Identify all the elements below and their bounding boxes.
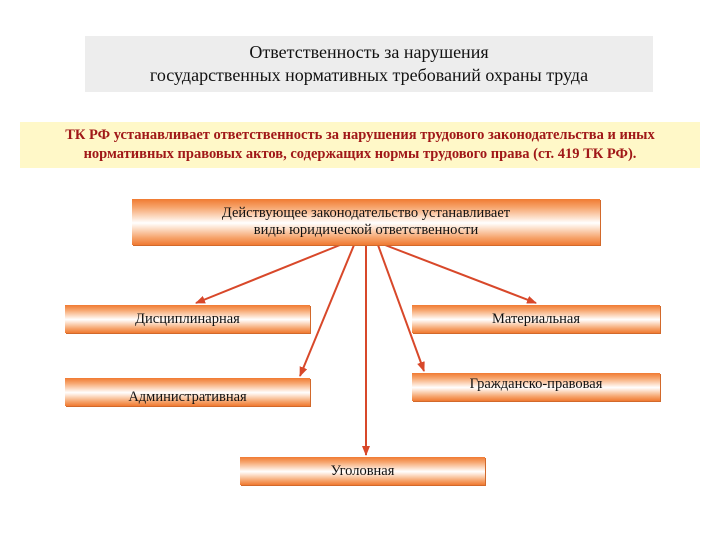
node-criminal: Уголовная bbox=[240, 457, 485, 485]
root-line-1: Действующее законодательство устанавлива… bbox=[221, 205, 511, 221]
title-line-1: Ответственность за нарушения bbox=[249, 42, 489, 62]
root-node: Действующее законодательство устанавлива… bbox=[132, 199, 600, 245]
title-line-2: государственных нормативных требований о… bbox=[149, 65, 589, 85]
statement-line-2: нормативных правовых актов, содержащих н… bbox=[83, 146, 637, 162]
statement-box: ТК РФ устанавливает ответственность за н… bbox=[20, 122, 700, 168]
node-civil: Гражданско-правовая bbox=[412, 373, 660, 401]
node-criminal-label: Уголовная bbox=[330, 462, 395, 479]
node-material-label: Материальная bbox=[491, 310, 580, 327]
node-administrative-label: Административная bbox=[128, 388, 247, 405]
root-line-2: виды юридической ответственности bbox=[253, 222, 479, 238]
statement-line-1: ТК РФ устанавливает ответственность за н… bbox=[65, 127, 655, 143]
node-administrative: Административная bbox=[65, 378, 310, 406]
node-disciplinary-label: Дисциплинарная bbox=[135, 310, 240, 327]
node-disciplinary: Дисциплинарная bbox=[65, 305, 310, 333]
arrow-to-material bbox=[384, 244, 537, 304]
node-material: Материальная bbox=[412, 305, 660, 333]
diagram-title: Ответственность за нарушения государстве… bbox=[85, 36, 653, 92]
arrow-to-disciplinary bbox=[195, 244, 341, 304]
node-civil-label: Гражданско-правовая bbox=[469, 375, 603, 392]
